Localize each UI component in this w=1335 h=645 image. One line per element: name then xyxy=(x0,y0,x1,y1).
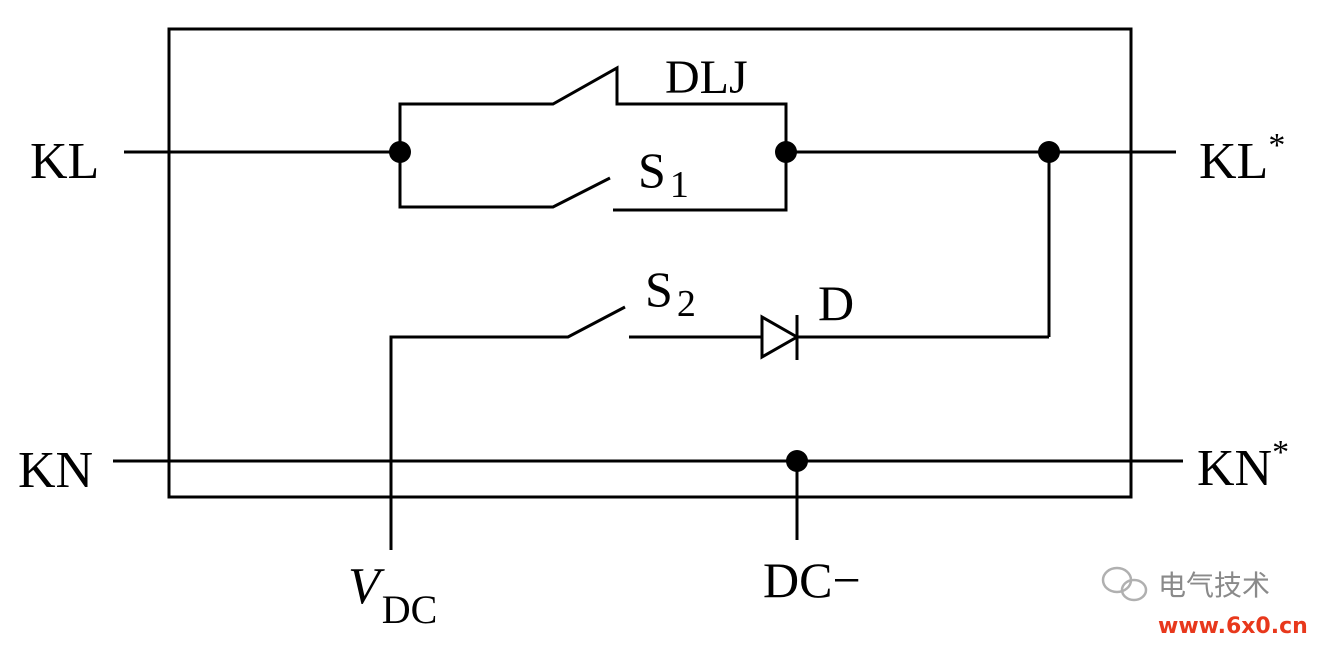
s1-subscript: 1 xyxy=(670,164,689,206)
s2-branch xyxy=(389,152,1051,550)
kn-line xyxy=(113,459,1183,540)
junction-dot xyxy=(786,450,808,472)
watermark: 电气技术 www.6x0.cn xyxy=(1101,566,1308,639)
dlj-label: DLJ xyxy=(665,51,748,104)
junction-dot xyxy=(1038,141,1060,163)
s1-switch xyxy=(398,152,788,212)
wechat-icon xyxy=(1101,566,1148,602)
s2-subscript: 2 xyxy=(677,283,696,325)
watermark-brand: 电气技术 xyxy=(1158,569,1270,602)
dc-minus-terminal-label: DC− xyxy=(763,552,861,608)
kl-terminal-label: KL xyxy=(30,133,99,190)
vdc-terminal-label: VDC xyxy=(348,558,437,632)
diode-symbol xyxy=(760,314,801,360)
diode-label: D xyxy=(818,275,854,331)
kn-star-terminal-label: KN* xyxy=(1197,434,1289,497)
kl-star-terminal-label: KL* xyxy=(1199,127,1285,190)
watermark-url: www.6x0.cn xyxy=(1158,614,1308,639)
junction-dot xyxy=(389,141,411,163)
junction-dot xyxy=(775,141,797,163)
dlj-relay-contact xyxy=(398,65,788,152)
vdc-subscript: DC xyxy=(382,587,438,632)
star-mark: * xyxy=(1272,434,1289,471)
enclosure-box xyxy=(167,27,1133,499)
kn-terminal-label: KN xyxy=(18,442,93,499)
star-mark: * xyxy=(1268,127,1285,164)
